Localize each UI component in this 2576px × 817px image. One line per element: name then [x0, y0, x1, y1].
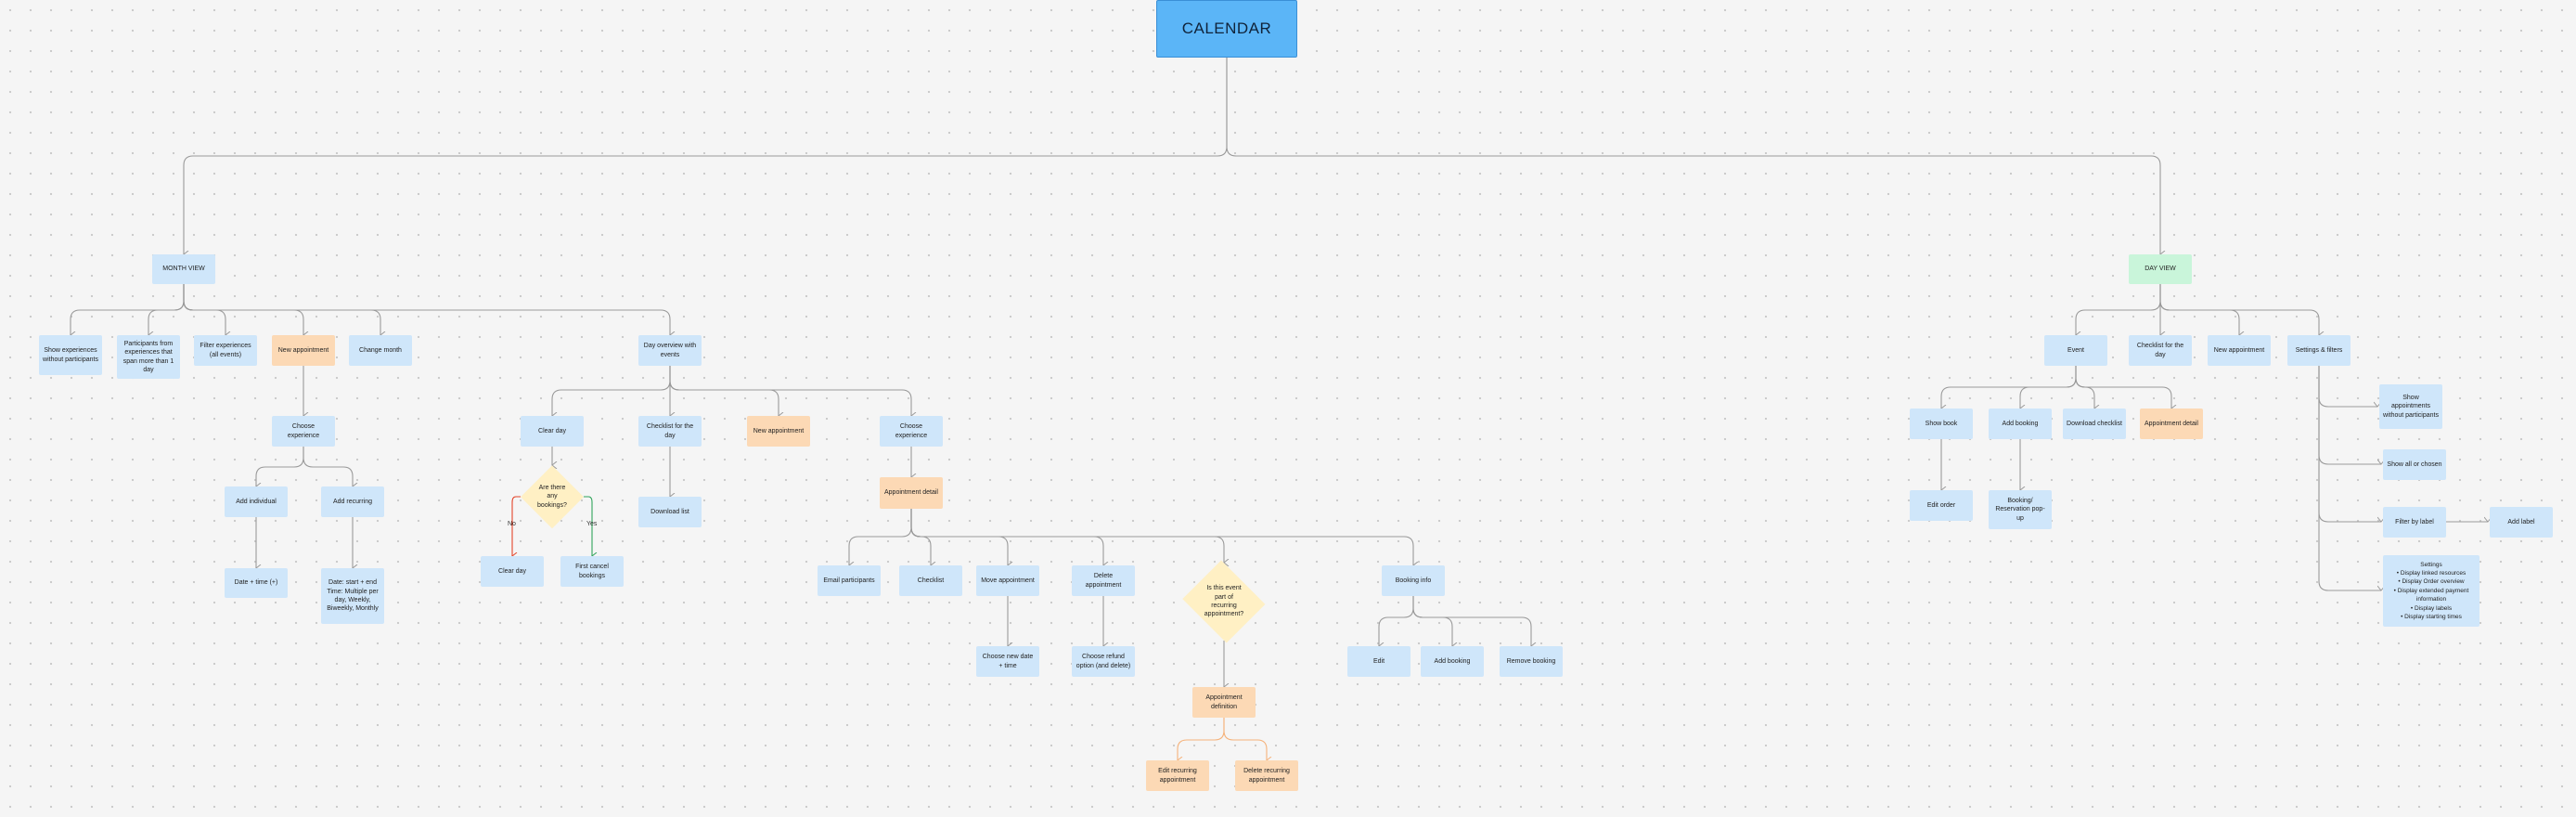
choose-experience-2-node: Choose experience: [880, 416, 943, 447]
filter-by-label-node: Filter by label: [2383, 507, 2446, 538]
show-appointments-node: Show appointments without participants: [2379, 384, 2442, 429]
checklist-node: Checklist: [899, 565, 962, 596]
month-view-node: MONTH VIEW: [152, 254, 215, 284]
appointment-detail-node: Appointment detail: [880, 477, 943, 509]
any-bookings-label: Are there any bookings?: [537, 484, 567, 509]
booking-popup-node: Booking/ Reservation pop-up: [1989, 490, 2052, 529]
edge-title-day: [1226, 58, 2160, 254]
day-checklist-node: Checklist for the day: [2129, 335, 2192, 366]
show-experiences-node: Show experiences without participants: [39, 335, 102, 375]
download-list-node: Download list: [638, 497, 702, 527]
day-view-node: DAY VIEW: [2129, 254, 2192, 284]
no-label: No: [508, 521, 516, 527]
add-booking-node: Add booking: [1421, 646, 1484, 677]
settings-node: Settings • Display linked resources • Di…: [2383, 555, 2479, 627]
first-cancel-node: First cancel bookings: [560, 556, 624, 587]
clear-day-final-node: Clear day: [481, 556, 544, 587]
edit-order-node: Edit order: [1910, 490, 1973, 521]
add-individual-node: Add individual: [225, 486, 288, 517]
participants-multi-day-node: Participants from experiences that span …: [117, 335, 180, 379]
settings-filters-node: Settings & filters: [2287, 335, 2351, 366]
day-overview-node: Day overview with events: [638, 335, 702, 366]
event-node: Event: [2044, 335, 2107, 366]
move-appointment-node: Move appointment: [976, 565, 1039, 596]
change-month-node: Change month: [349, 335, 412, 366]
delete-appointment-node: Delete appointment: [1072, 565, 1135, 596]
any-bookings-decision: Are there any bookings?: [521, 465, 584, 528]
is-recurring-label: Is this event part of recurring appointm…: [1204, 585, 1244, 618]
booking-info-node: Booking info: [1382, 565, 1445, 596]
edit-node: Edit: [1347, 646, 1410, 677]
day-new-appointment-node: New appointment: [2208, 335, 2271, 366]
edit-recurring-node: Edit recurring appointment: [1146, 760, 1209, 791]
remove-booking-node: Remove booking: [1500, 646, 1563, 677]
choose-new-date-node: Choose new date + time: [976, 646, 1039, 677]
add-recurring-node: Add recurring: [321, 486, 384, 517]
is-recurring-decision: Is this event part of recurring appointm…: [1179, 563, 1269, 641]
choose-experience-node: Choose experience: [272, 416, 335, 447]
edge-title-month: [184, 58, 1228, 254]
filter-experiences-node: Filter experiences (all events): [194, 335, 257, 366]
show-all-node: Show all or chosen: [2383, 449, 2446, 480]
new-appointment-2-node: New appointment: [747, 416, 810, 447]
day-add-booking-node: Add booking: [1989, 408, 2052, 439]
download-checklist-node: Download checklist: [2063, 408, 2126, 439]
recurring-detail-node: Date: start + end Time: Multiple per day…: [321, 568, 384, 624]
clear-day-node: Clear day: [521, 416, 584, 447]
edge-month-children: [71, 284, 185, 335]
choose-refund-node: Choose refund option (and delete): [1072, 646, 1135, 677]
day-appointment-detail-node: Appointment detail: [2140, 408, 2203, 439]
appointment-definition-node: Appointment definition: [1192, 687, 1256, 718]
calendar-title: CALENDAR: [1156, 0, 1297, 58]
date-time-node: Date + time (+): [225, 568, 288, 598]
add-label-node: Add label: [2490, 507, 2553, 538]
delete-recurring-node: Delete recurring appointment: [1235, 760, 1298, 791]
show-book-node: Show book: [1910, 408, 1973, 439]
new-appointment-node: New appointment: [272, 335, 335, 366]
yes-label: Yes: [586, 521, 598, 527]
checklist-for-day-node: Checklist for the day: [638, 416, 702, 447]
email-participants-node: Email participants: [818, 565, 881, 596]
